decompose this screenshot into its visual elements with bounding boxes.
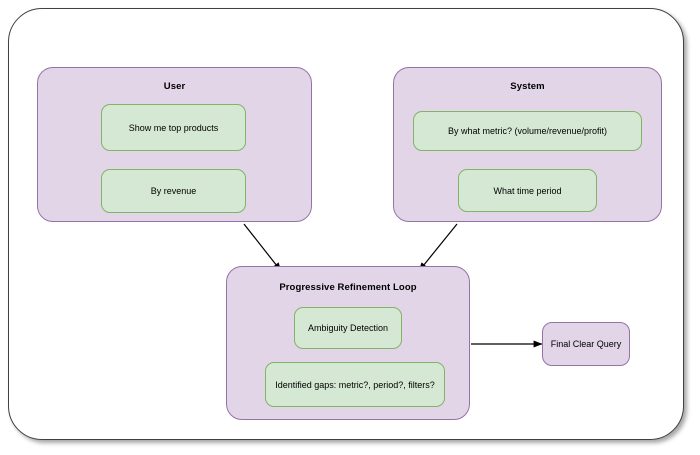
group-system[interactable]: System By what metric? (volume/revenue/p…: [393, 67, 662, 222]
node-by-revenue[interactable]: By revenue: [101, 169, 246, 213]
group-progressive-refinement-loop-title: Progressive Refinement Loop: [279, 282, 417, 293]
node-by-revenue-label: By revenue: [150, 186, 197, 196]
group-user[interactable]: User Show me top products By revenue: [37, 67, 312, 222]
node-ambiguity-detection[interactable]: Ambiguity Detection: [294, 307, 402, 349]
node-identified-gaps-label: Identified gaps: metric?, period?, filte…: [275, 379, 435, 390]
node-identified-gaps[interactable]: Identified gaps: metric?, period?, filte…: [265, 362, 445, 407]
node-final-clear-query-label: Final Clear Query: [550, 339, 622, 349]
node-final-clear-query[interactable]: Final Clear Query: [542, 322, 630, 366]
node-by-what-metric-label: By what metric? (volume/revenue/profit): [447, 126, 608, 136]
node-by-what-metric[interactable]: By what metric? (volume/revenue/profit): [413, 111, 642, 151]
node-ambiguity-detection-label: Ambiguity Detection: [307, 323, 389, 333]
node-what-time-period[interactable]: What time period: [458, 169, 597, 212]
node-show-me-top-products[interactable]: Show me top products: [101, 104, 246, 151]
group-progressive-refinement-loop[interactable]: Progressive Refinement Loop Ambiguity De…: [226, 266, 470, 420]
group-user-title: User: [163, 81, 186, 92]
node-show-me-top-products-label: Show me top products: [128, 122, 219, 133]
group-system-title: System: [510, 81, 545, 92]
node-what-time-period-label: What time period: [493, 185, 562, 196]
